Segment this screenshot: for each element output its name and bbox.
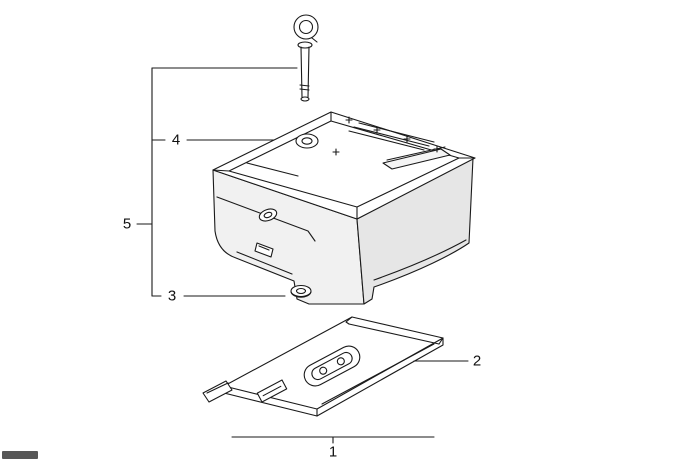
callout-2: 2	[472, 352, 482, 370]
handle-recess	[258, 208, 278, 222]
grommet	[290, 284, 312, 298]
callout-3: 3	[167, 287, 177, 305]
eyebolt-pin	[293, 14, 319, 102]
mount-slot	[303, 345, 361, 387]
storage-box-body	[212, 111, 476, 305]
callout-5: 5	[122, 215, 132, 233]
corner-flap	[202, 380, 233, 403]
base-plate	[202, 316, 444, 417]
footer-code-mark	[2, 451, 38, 459]
plate-rect-detail	[256, 379, 288, 403]
callout-leader-lines	[136, 67, 469, 444]
callout-1: 1	[328, 443, 338, 461]
callout-4: 4	[171, 131, 181, 149]
inner-tray	[382, 148, 451, 170]
